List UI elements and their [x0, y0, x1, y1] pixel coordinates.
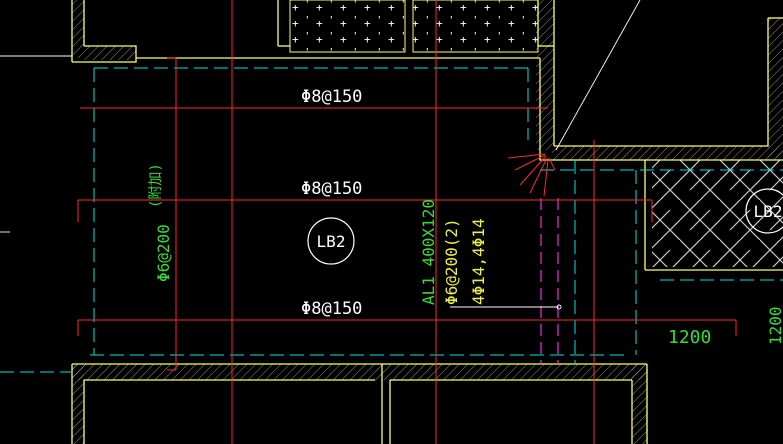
slab-marker-circle-right: [745, 188, 783, 234]
beam-id-label: AL1 400X120: [419, 199, 438, 305]
dimension-label-right: 1200: [766, 306, 783, 345]
leader-lines: [0, 0, 641, 310]
beam-bars-label: 4Φ14,4Φ14: [469, 218, 488, 305]
hatched-block-top: [289, 0, 539, 53]
slab-id-label-right: LB2: [754, 202, 783, 221]
slab-marker-circle: [307, 217, 355, 265]
side-note-label: (附加): [148, 163, 164, 208]
dashed-edges: [0, 67, 783, 373]
slab-id-label: LB2: [317, 232, 346, 251]
wall-outlines: [71, 0, 783, 444]
dimension-label: 1200: [668, 327, 711, 348]
rebar-label-bottom: Φ8@150: [301, 299, 362, 319]
herringbone-hatch: [652, 160, 783, 267]
rebar-label-mid: Φ8@150: [301, 179, 362, 199]
red-lines: [77, 0, 737, 444]
rebar-label-top: Φ8@150: [301, 87, 362, 107]
side-rebar-label: Φ6@200: [154, 224, 173, 282]
stirrup-label: Φ6@200(2): [442, 218, 461, 305]
wall-hatching: [72, 0, 783, 444]
beam-dashed: [540, 198, 559, 364]
